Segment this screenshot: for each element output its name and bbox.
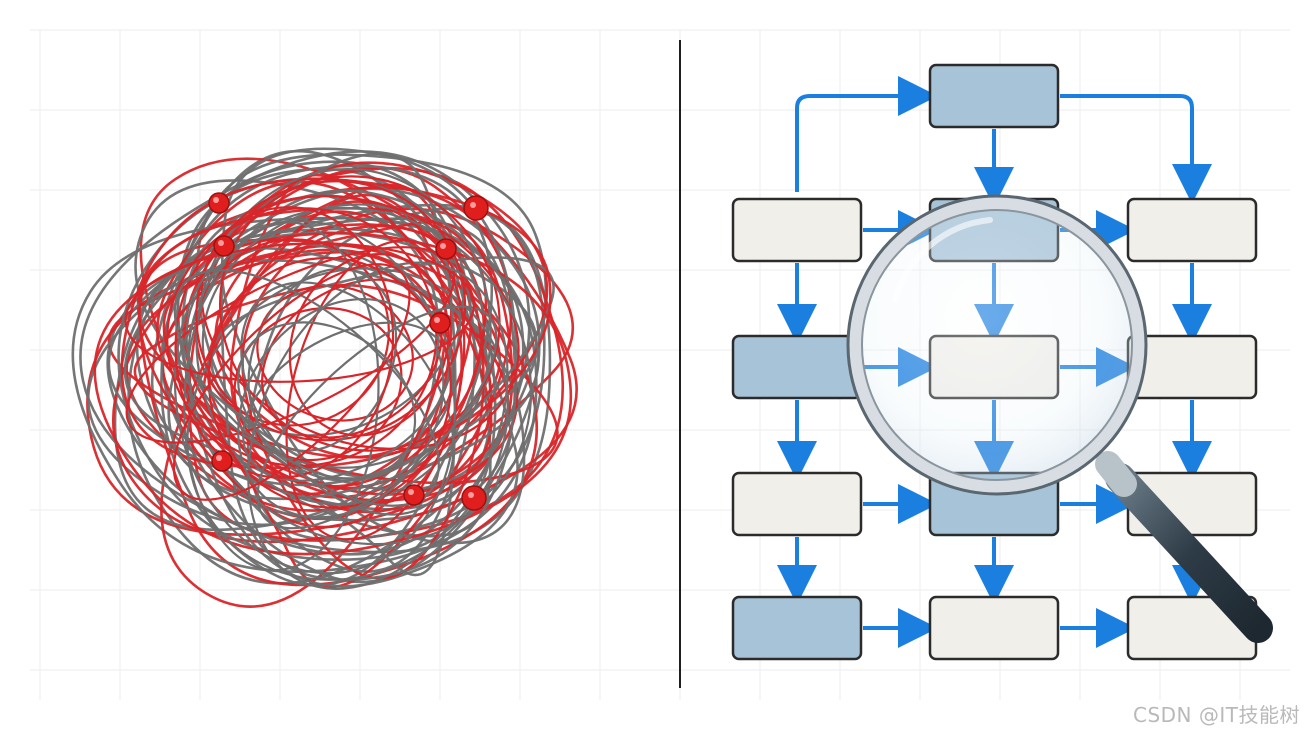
magnifier-rim-outer — [846, 194, 1148, 496]
node-highlight — [218, 240, 224, 246]
wire-loop — [256, 305, 498, 530]
flow-box — [731, 197, 863, 263]
wire-node — [213, 235, 235, 257]
node-highlight — [440, 243, 446, 249]
node-highlight — [216, 455, 222, 461]
wire-loop — [125, 246, 456, 444]
wire-loop — [261, 278, 443, 439]
wire — [71, 216, 538, 573]
wire-loop — [237, 297, 445, 519]
wire-loop — [247, 261, 509, 590]
node-highlight — [434, 317, 440, 323]
wire-node — [463, 195, 489, 221]
wire-loop — [237, 321, 417, 480]
wire — [137, 238, 538, 587]
node-highlight — [468, 492, 474, 498]
magnifier-handle — [1105, 463, 1273, 643]
wire — [123, 152, 457, 577]
magnifier-glare — [892, 217, 993, 303]
flow-arrow — [1060, 94, 1212, 204]
flow-box — [928, 595, 1060, 661]
flow-box — [731, 334, 863, 400]
wire-loop — [195, 238, 390, 427]
tangled-wires — [71, 147, 578, 608]
flow-box — [1126, 197, 1258, 263]
tangle-nodes — [208, 192, 489, 511]
magnifier-rim-inner — [861, 209, 1133, 481]
wire-node — [429, 312, 451, 334]
wire-loop — [172, 263, 411, 501]
wire — [138, 207, 488, 529]
watermark: CSDN @IT技能树 — [1133, 703, 1300, 727]
wire-loop — [173, 269, 440, 507]
wire-loop — [166, 207, 438, 467]
wire-loop — [240, 281, 455, 516]
magnifier-lens — [848, 196, 1146, 494]
wire-node — [403, 484, 425, 506]
wire-loop — [288, 253, 450, 437]
node-highlight — [213, 197, 219, 203]
wire — [160, 164, 494, 587]
wire-node — [208, 192, 230, 214]
wire — [120, 177, 552, 470]
flow-box — [731, 595, 863, 661]
node-highlight — [470, 202, 476, 208]
wire-node — [435, 238, 457, 260]
magnifier-collar — [1095, 451, 1137, 497]
flow-box — [928, 63, 1060, 129]
wire-node — [461, 485, 487, 511]
wire-loop — [186, 267, 509, 581]
node-highlight — [408, 489, 414, 495]
flow-box — [731, 471, 863, 537]
flow-arrow — [795, 76, 938, 192]
magnifier-icon — [846, 194, 1273, 643]
wire-loop — [124, 242, 475, 383]
wire-node — [211, 450, 233, 472]
